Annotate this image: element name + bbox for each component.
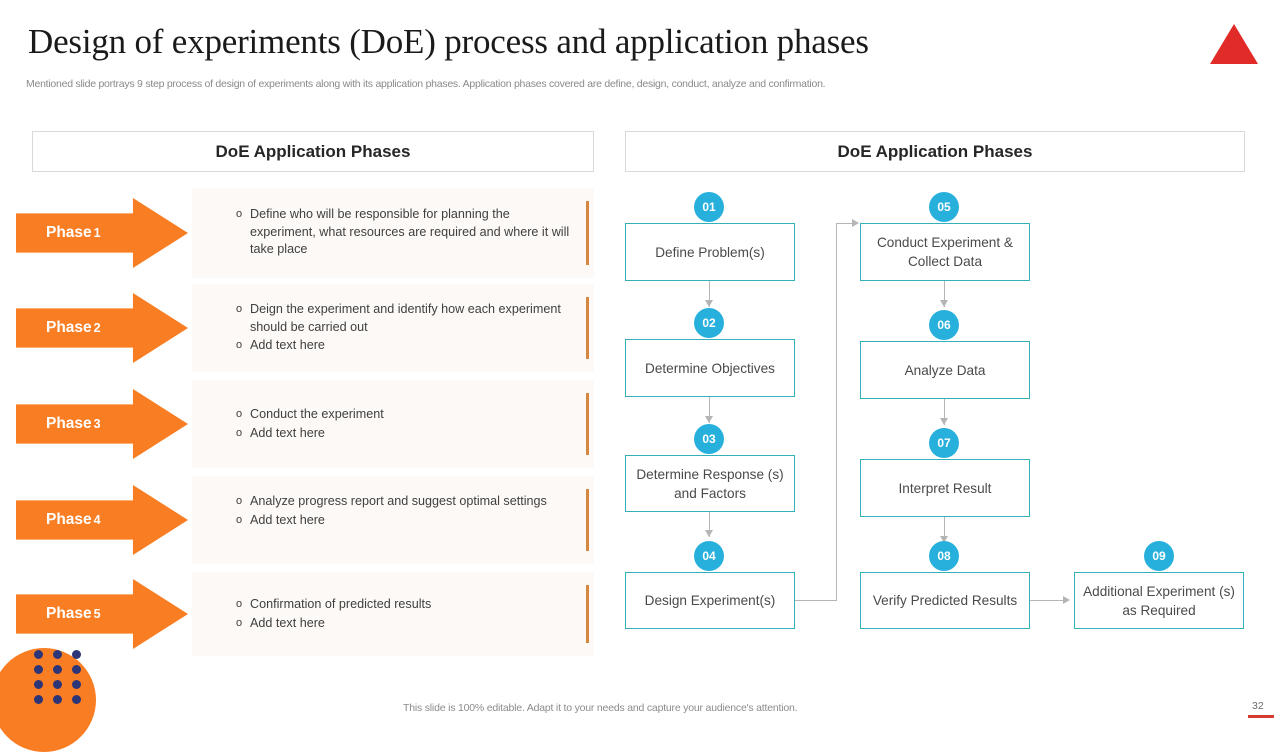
connector-05-06 (944, 281, 946, 307)
flow-box-design-experiment[interactable]: Design Experiment(s) (625, 572, 795, 629)
list-item: o Add text here (236, 512, 576, 530)
phase-body (192, 284, 594, 372)
flow-box-determine-objectives[interactable]: Determine Objectives (625, 339, 795, 397)
flow-box-analyze-data[interactable]: Analyze Data (860, 341, 1030, 399)
phase-accent-bar (586, 585, 589, 643)
right-panel-header-label: DoE Application Phases (837, 141, 1033, 161)
step-badge-04: 04 (694, 541, 724, 571)
phase-bullets: o Confirmation of predicted results o Ad… (236, 596, 576, 633)
page-title: Design of experiments (DoE) process and … (28, 22, 869, 61)
connector-08-09 (1030, 600, 1066, 602)
connector-04-05-segment-h2 (836, 223, 854, 225)
circle-bullet-icon: o (236, 426, 243, 439)
circle-bullet-icon: o (236, 616, 243, 629)
flow-box-determine-response[interactable]: Determine Response (s) and Factors (625, 455, 795, 512)
phase-body (192, 380, 594, 468)
flow-box-verify-predicted-results[interactable]: Verify Predicted Results (860, 572, 1030, 629)
phase-body (192, 572, 594, 656)
circle-bullet-icon: o (236, 208, 243, 220)
circle-bullet-icon: o (236, 513, 243, 526)
page-number: 32 (1252, 700, 1264, 712)
right-panel-header: DoE Application Phases (625, 131, 1245, 172)
connector-01-02 (709, 281, 711, 307)
connector-04-05-segment-v (836, 223, 838, 601)
step-badge-06: 06 (929, 310, 959, 340)
list-item: o Define who will be responsible for pla… (236, 207, 570, 256)
arrow-head-icon (940, 300, 948, 307)
flow-box-define-problem[interactable]: Define Problem(s) (625, 223, 795, 281)
connector-06-07 (944, 399, 946, 425)
circle-bullet-icon: o (236, 303, 243, 315)
step-badge-01: 01 (694, 192, 724, 222)
phase-bullets: o Analyze progress report and suggest op… (236, 493, 576, 530)
list-item: o Analyze progress report and suggest op… (236, 493, 576, 511)
footer-note: This slide is 100% editable. Adapt it to… (403, 702, 798, 714)
phase-bullets: o Define who will be responsible for pla… (236, 206, 576, 260)
arrow-head-icon (705, 416, 713, 423)
connector-02-03 (709, 397, 711, 423)
flow-box-conduct-experiment[interactable]: Conduct Experiment & Collect Data (860, 223, 1030, 281)
list-item: o Confirmation of predicted results (236, 596, 576, 614)
connector-07-08 (944, 517, 946, 543)
step-badge-09: 09 (1144, 541, 1174, 571)
phase-body (192, 188, 594, 278)
step-badge-05: 05 (929, 192, 959, 222)
arrow-head-icon (852, 219, 859, 227)
list-item: o Add text here (236, 337, 576, 355)
list-item: o Add text here (236, 615, 576, 633)
left-panel-header-label: DoE Application Phases (215, 141, 411, 161)
list-item: o Conduct the experiment (236, 406, 576, 424)
arrow-head-icon (1063, 596, 1070, 604)
list-item: o Deign the experiment and identify how … (236, 302, 561, 334)
page-subtitle: Mentioned slide portrays 9 step process … (26, 78, 826, 90)
circle-bullet-icon: o (236, 598, 243, 610)
red-triangle-logo-icon (1210, 24, 1258, 64)
step-badge-08: 08 (929, 541, 959, 571)
phase-accent-bar (586, 297, 589, 359)
arrow-head-icon (705, 300, 713, 307)
phase-bullets: o Deign the experiment and identify how … (236, 301, 576, 356)
connector-04-05-segment-h1 (795, 600, 837, 602)
arrow-head-icon (705, 530, 713, 537)
list-item: o Add text here (236, 425, 576, 443)
circle-bullet-icon: o (236, 339, 243, 351)
left-panel-header: DoE Application Phases (32, 131, 594, 172)
circle-bullet-icon: o (236, 495, 243, 507)
step-badge-03: 03 (694, 424, 724, 454)
step-badge-07: 07 (929, 428, 959, 458)
flow-box-interpret-result[interactable]: Interpret Result (860, 459, 1030, 517)
flow-box-additional-experiments[interactable]: Additional Experiment (s) as Required (1074, 572, 1244, 629)
phase-bullets: o Conduct the experiment o Add text here (236, 406, 576, 443)
phase-body (192, 476, 594, 564)
phase-accent-bar (586, 201, 589, 265)
phase-accent-bar (586, 393, 589, 455)
step-badge-02: 02 (694, 308, 724, 338)
arrow-head-icon (940, 418, 948, 425)
circle-bullet-icon: o (236, 408, 243, 420)
connector-03-04 (709, 511, 711, 537)
page-number-underline (1248, 715, 1274, 718)
decorative-dot-grid (34, 650, 91, 710)
phase-accent-bar (586, 489, 589, 551)
